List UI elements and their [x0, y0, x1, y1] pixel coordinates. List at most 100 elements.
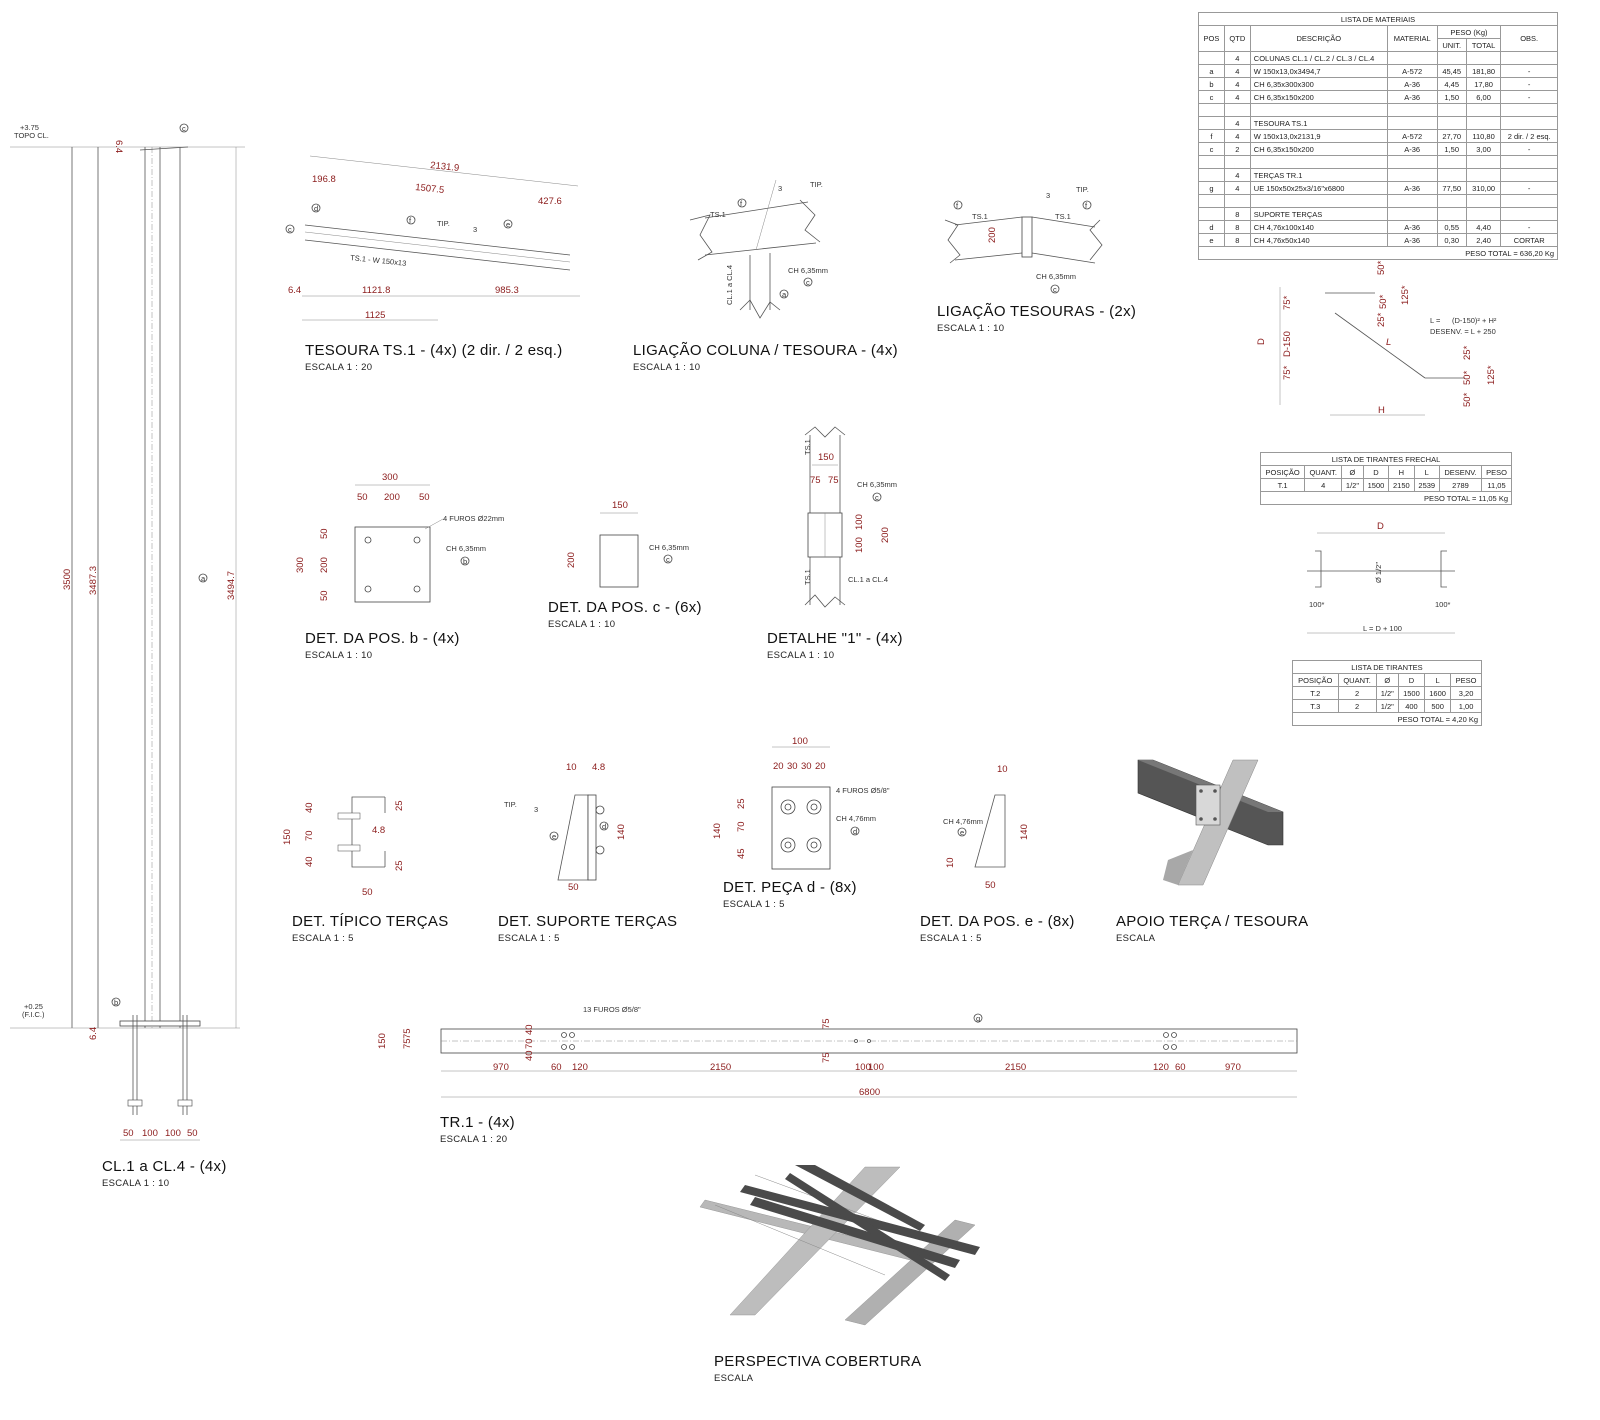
materials-cell-qtd: 4 — [1223, 51, 1251, 65]
materials-cell-obs: - — [1500, 77, 1558, 91]
svg-text:100: 100 — [854, 514, 865, 530]
materials-cell-unit — [1436, 168, 1467, 182]
svg-text:50: 50 — [419, 492, 430, 503]
suporte-tercas-drawing: 10 4.8 140 50 TIP. 3 d e — [504, 762, 627, 893]
svg-text:D-150: D-150 — [1282, 331, 1293, 357]
materials-cell-qtd: 4 — [1223, 116, 1251, 130]
table-cell: 2539 — [1413, 478, 1440, 492]
svg-text:150: 150 — [612, 500, 628, 511]
header-cell: D — [1362, 465, 1390, 479]
svg-text:50: 50 — [985, 880, 996, 891]
svg-text:D: D — [1256, 338, 1267, 345]
materials-cell-obs — [1500, 155, 1558, 169]
apoio-render — [1137, 759, 1284, 886]
col-total: TOTAL — [1465, 38, 1502, 52]
materials-cell-obs — [1500, 168, 1558, 182]
svg-text:60: 60 — [551, 1062, 562, 1073]
materials-cell-qtd: 4 — [1223, 90, 1251, 104]
materials-cell-desc: TESOURA TS.1 — [1249, 116, 1388, 130]
svg-text:c: c — [875, 493, 879, 502]
svg-text:985.3: 985.3 — [495, 285, 519, 296]
header-cell: POSIÇÃO — [1292, 673, 1339, 687]
header-cell: QUANT. — [1304, 465, 1343, 479]
svg-text:120: 120 — [1153, 1062, 1169, 1073]
col-material: MATERIAL — [1386, 25, 1438, 52]
tirantes-frechal-title: LISTA DE TIRANTES FRECHAL — [1260, 452, 1512, 466]
materials-cell-obs — [1500, 207, 1558, 221]
materials-cell-unit — [1436, 207, 1467, 221]
materials-cell-unit: 45,45 — [1436, 64, 1467, 78]
materials-cell-total — [1465, 155, 1502, 169]
svg-text:100: 100 — [868, 1062, 884, 1073]
svg-text:4 FUROS Ø5/8": 4 FUROS Ø5/8" — [836, 786, 890, 795]
materials-cell-pos — [1198, 51, 1225, 65]
header-cell: Ø — [1341, 465, 1364, 479]
svg-text:CL.1 a CL.4: CL.1 a CL.4 — [725, 265, 734, 305]
svg-text:f: f — [409, 216, 412, 225]
svg-text:2150: 2150 — [710, 1062, 731, 1073]
svg-text:140: 140 — [616, 824, 627, 840]
materials-row — [1198, 155, 1558, 169]
svg-text:100: 100 — [165, 1128, 181, 1139]
materials-cell-pos: b — [1198, 77, 1225, 91]
perspectiva-render — [699, 1165, 980, 1326]
materials-cell-material — [1386, 168, 1438, 182]
materials-cell-total — [1465, 51, 1502, 65]
svg-text:200: 200 — [880, 527, 891, 543]
header-cell: D — [1397, 673, 1426, 687]
svg-text:70: 70 — [736, 821, 747, 832]
svg-text:TIP.: TIP. — [810, 180, 823, 189]
svg-text:TS.1: TS.1 — [972, 212, 988, 221]
materials-cell-material: A-36 — [1386, 220, 1438, 234]
apoio-scale: ESCALA — [1116, 933, 1156, 944]
tr1-drawing: 13 FUROS Ø5/8" g 150 75 75 40 70 40 75 7… — [377, 1005, 1298, 1098]
materials-cell-material: A-572 — [1386, 64, 1438, 78]
table-cell: 400 — [1397, 699, 1426, 713]
materials-cell-total: 181,80 — [1465, 64, 1502, 78]
materials-cell-total — [1465, 207, 1502, 221]
svg-text:970: 970 — [1225, 1062, 1241, 1073]
perspectiva-title: PERSPECTIVA COBERTURA — [714, 1353, 922, 1370]
col-peso: PESO (Kg) — [1436, 25, 1502, 39]
materials-cell-material — [1386, 207, 1438, 221]
header-cell: PESO — [1450, 673, 1482, 687]
materials-cell-pos — [1198, 103, 1225, 117]
svg-text:TIP.: TIP. — [437, 219, 450, 228]
materials-cell-pos: g — [1198, 181, 1225, 195]
svg-text:100: 100 — [142, 1128, 158, 1139]
materials-cell-qtd: 8 — [1223, 207, 1251, 221]
materials-cell-desc: CH 6,35x150x200 — [1249, 142, 1388, 156]
pos-c-drawing: 150 200 CH 6,35mm c — [566, 500, 689, 588]
materials-cell-obs: - — [1500, 220, 1558, 234]
coluna-title: CL.1 a CL.4 - (4x) — [102, 1158, 227, 1175]
table-cell: 1/2" — [1341, 478, 1364, 492]
peca-d-title: DET. PEÇA d - (8x) — [723, 879, 857, 896]
pos-b-drawing: 300 50 200 50 300 50 200 50 4 FUROS Ø22m… — [295, 472, 504, 603]
materials-cell-total — [1465, 116, 1502, 130]
svg-text:50: 50 — [123, 1128, 134, 1139]
materials-cell-obs: - — [1500, 90, 1558, 104]
materials-cell-qtd — [1223, 155, 1251, 169]
svg-text:40: 40 — [524, 1024, 535, 1035]
svg-text:50: 50 — [319, 528, 330, 539]
header-cell: L — [1413, 465, 1440, 479]
svg-text:c: c — [182, 124, 186, 133]
materials-cell-total: 3,00 — [1465, 142, 1502, 156]
materials-cell-unit — [1436, 103, 1467, 117]
ligacao-tesouras-title: LIGAÇÃO TESOURAS - (2x) — [937, 303, 1137, 320]
marker-a — [198, 573, 208, 583]
tesoura-scale: ESCALA 1 : 20 — [305, 362, 373, 373]
svg-text:50*: 50* — [1462, 370, 1473, 385]
header-cell: DESENV. — [1438, 465, 1483, 479]
materials-cell-qtd: 4 — [1223, 77, 1251, 91]
materials-row — [1198, 194, 1558, 208]
svg-text:c: c — [806, 278, 810, 287]
pos-e-scale: ESCALA 1 : 5 — [920, 933, 982, 944]
svg-text:75: 75 — [828, 475, 839, 486]
table-cell: 1500 — [1397, 686, 1426, 700]
svg-text:e: e — [960, 828, 964, 837]
svg-text:4.8: 4.8 — [592, 762, 605, 773]
svg-text:40: 40 — [304, 802, 315, 813]
